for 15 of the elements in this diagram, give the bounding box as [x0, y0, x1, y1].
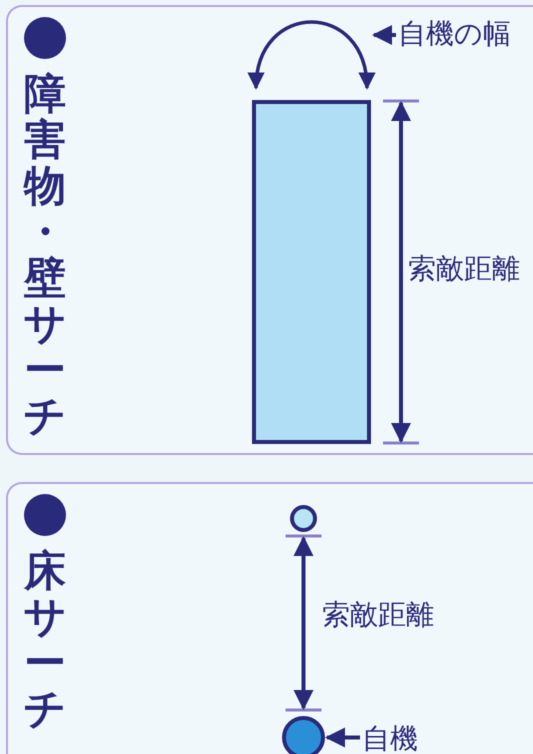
target-circle [290, 505, 317, 532]
dimension-label: 索敵距離 [408, 252, 520, 286]
dimension-label: 索敵距離 [322, 598, 434, 632]
panel-title: 障害物・壁サーチ [22, 71, 68, 439]
panel [6, 482, 533, 754]
robot-circle [282, 716, 325, 754]
distance-arrow [294, 536, 314, 710]
leader-arrow [372, 25, 396, 45]
callout-text: 自機の幅 [398, 17, 528, 53]
panel [6, 5, 533, 455]
width-arrow [249, 20, 374, 90]
panel-title: 床サーチ [22, 548, 68, 732]
leader-arrow [325, 728, 360, 748]
callout-text: 自機 [362, 722, 432, 754]
robot-width-box [252, 100, 371, 444]
